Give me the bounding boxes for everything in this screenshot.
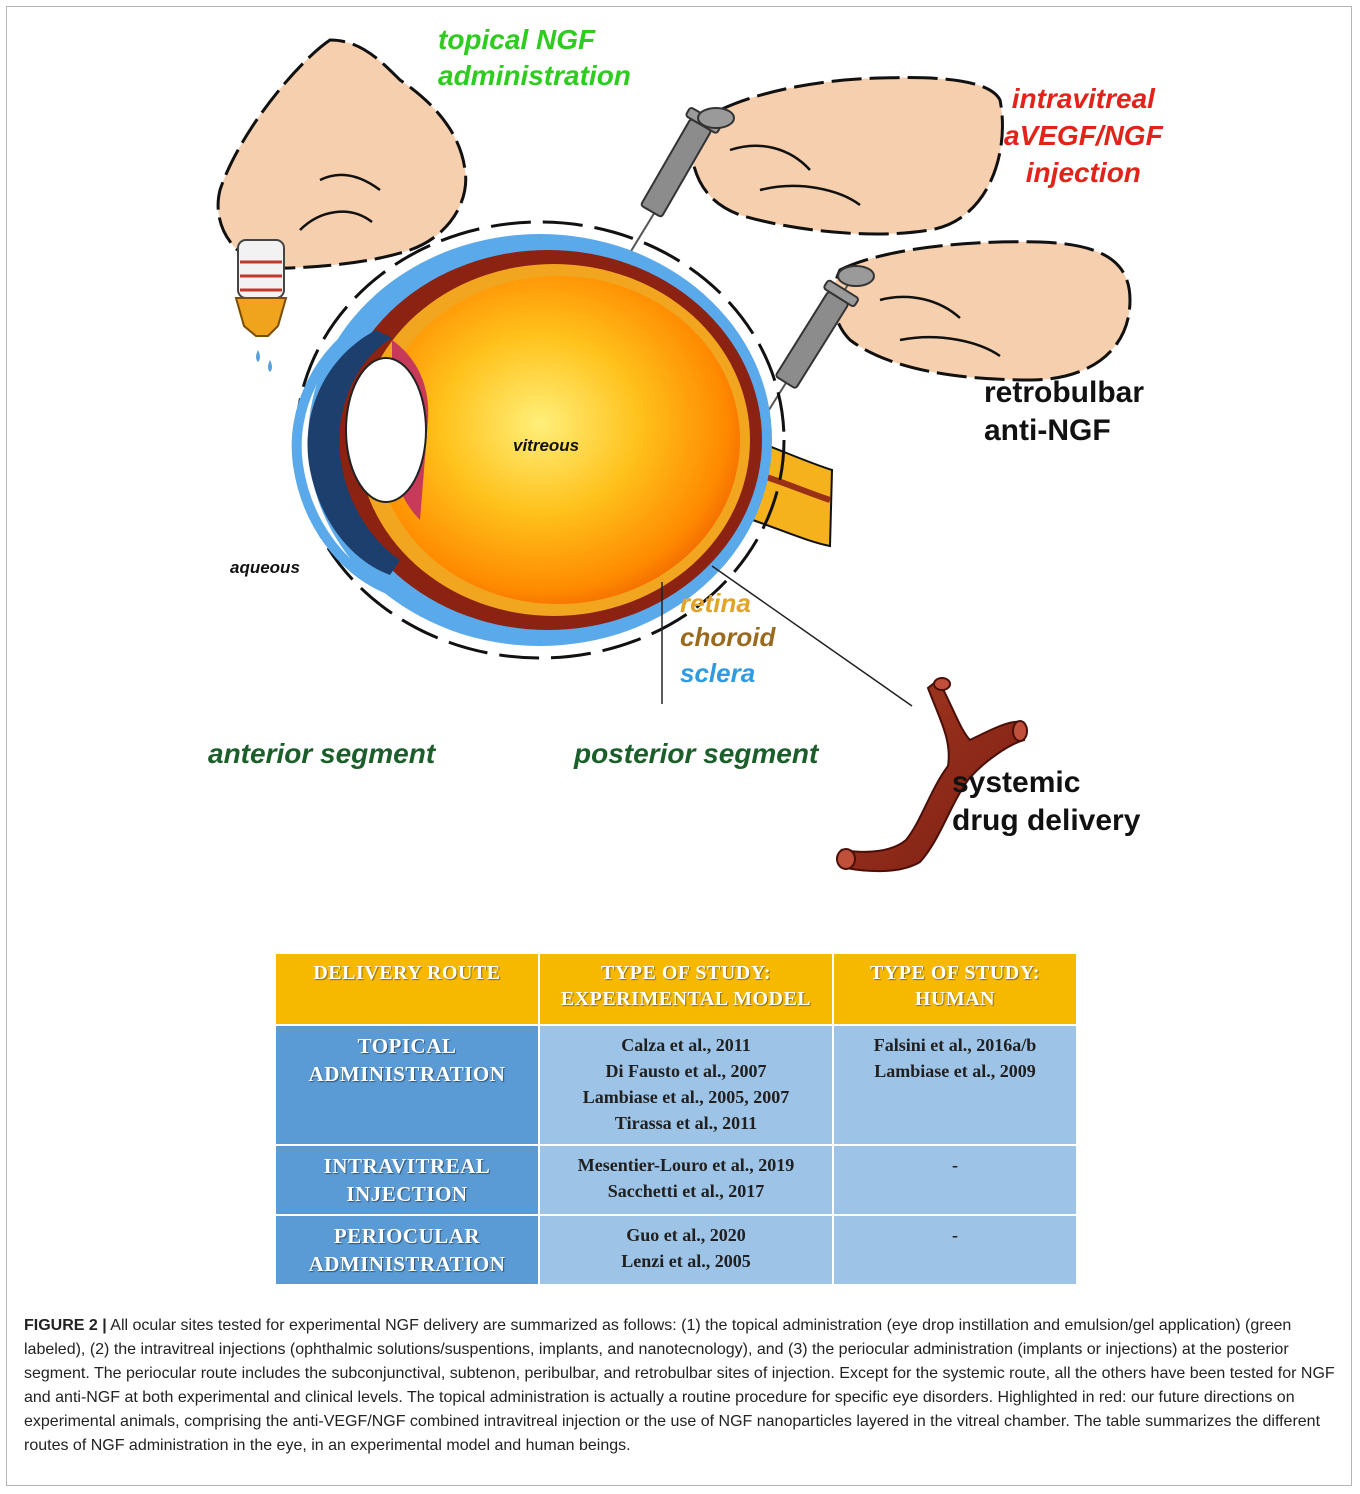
retrobulbar-label-line-1: retrobulbar (984, 374, 1144, 412)
retrobulbar-hand (833, 242, 1130, 380)
reference-text: - (838, 1152, 1072, 1178)
table-row: INTRAVITREAL INJECTION Mesentier-Louro e… (275, 1145, 1077, 1215)
route-cell: PERIOCULAR ADMINISTRATION (275, 1215, 539, 1285)
intravitreal-label-line-3: injection (1004, 154, 1163, 191)
reference-text: Calza et al., 2011 (544, 1032, 828, 1058)
route-text: INJECTION (280, 1180, 534, 1208)
systemic-label-line-1: systemic (952, 764, 1140, 802)
reference-text: Tirassa et al., 2011 (544, 1110, 828, 1136)
intravitreal-label: intravitreal aVEGF/NGF injection (1004, 80, 1163, 191)
experimental-cell: Guo et al., 2020 Lenzi et al., 2005 (539, 1215, 833, 1285)
eye-globe (296, 222, 912, 706)
systemic-label: systemic drug delivery (952, 764, 1140, 840)
topical-hand (218, 40, 466, 268)
route-text: INTRAVITREAL (280, 1152, 534, 1180)
choroid-label: choroid (680, 622, 775, 653)
reference-text: Lambiase et al., 2009 (838, 1058, 1072, 1084)
route-cell: INTRAVITREAL INJECTION (275, 1145, 539, 1215)
header-human: TYPE OF STUDY: HUMAN (833, 953, 1077, 1025)
reference-text: Di Fausto et al., 2007 (544, 1058, 828, 1084)
reference-text: Mesentier-Louro et al., 2019 (544, 1152, 828, 1178)
retina-label: retina (680, 588, 751, 619)
header-delivery-route: DELIVERY ROUTE (275, 953, 539, 1025)
header-text: TYPE OF STUDY: (838, 960, 1072, 986)
header-text: TYPE OF STUDY: (544, 960, 828, 986)
posterior-segment-label: posterior segment (574, 738, 818, 770)
route-text: TOPICAL (280, 1032, 534, 1060)
reference-text: Guo et al., 2020 (544, 1222, 828, 1248)
route-text: ADMINISTRATION (280, 1250, 534, 1278)
figure-caption: FIGURE 2 | All ocular sites tested for e… (24, 1314, 1340, 1458)
route-text: ADMINISTRATION (280, 1060, 534, 1088)
route-cell: TOPICAL ADMINISTRATION (275, 1025, 539, 1145)
anterior-segment-label: anterior segment (208, 738, 435, 770)
table-row: PERIOCULAR ADMINISTRATION Guo et al., 20… (275, 1215, 1077, 1285)
route-text: PERIOCULAR (280, 1222, 534, 1250)
reference-text: Sacchetti et al., 2017 (544, 1178, 828, 1204)
topical-label-line-2: administration (438, 58, 631, 94)
human-cell: Falsini et al., 2016a/b Lambiase et al.,… (833, 1025, 1077, 1145)
experimental-cell: Calza et al., 2011 Di Fausto et al., 200… (539, 1025, 833, 1145)
vitreous-label: vitreous (513, 436, 579, 456)
eye-drop-bottle (236, 240, 286, 372)
caption-label: FIGURE 2 | (24, 1317, 107, 1334)
reference-text: Falsini et al., 2016a/b (838, 1032, 1072, 1058)
systemic-label-line-2: drug delivery (952, 802, 1140, 840)
intravitreal-hand (690, 78, 1002, 234)
human-cell: - (833, 1215, 1077, 1285)
reference-text: Lambiase et al., 2005, 2007 (544, 1084, 828, 1110)
human-cell: - (833, 1145, 1077, 1215)
sclera-label: sclera (680, 658, 755, 689)
reference-text: Lenzi et al., 2005 (544, 1248, 828, 1274)
aqueous-label: aqueous (230, 558, 300, 578)
experimental-cell: Mesentier-Louro et al., 2019 Sacchetti e… (539, 1145, 833, 1215)
table-header-row: DELIVERY ROUTE TYPE OF STUDY: EXPERIMENT… (275, 953, 1077, 1025)
topical-label: topical NGF administration (438, 22, 631, 94)
intravitreal-label-line-2: aVEGF/NGF (1004, 117, 1163, 154)
header-text: DELIVERY ROUTE (280, 960, 534, 986)
table-row: TOPICAL ADMINISTRATION Calza et al., 201… (275, 1025, 1077, 1145)
retrobulbar-label: retrobulbar anti-NGF (984, 374, 1144, 450)
header-text: HUMAN (838, 986, 1072, 1012)
header-text: EXPERIMENTAL MODEL (544, 986, 828, 1012)
header-experimental-model: TYPE OF STUDY: EXPERIMENTAL MODEL (539, 953, 833, 1025)
reference-text: - (838, 1222, 1072, 1248)
delivery-route-table: DELIVERY ROUTE TYPE OF STUDY: EXPERIMENT… (274, 952, 1078, 1286)
intravitreal-label-line-1: intravitreal (1004, 80, 1163, 117)
retrobulbar-label-line-2: anti-NGF (984, 412, 1144, 450)
caption-text: All ocular sites tested for experimental… (24, 1317, 1335, 1454)
topical-label-line-1: topical NGF (438, 22, 631, 58)
